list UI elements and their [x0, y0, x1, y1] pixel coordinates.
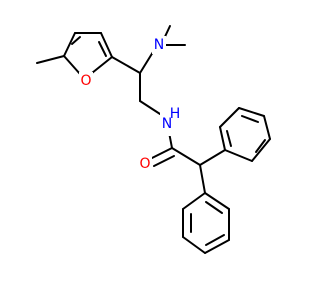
bond: [205, 234, 225, 246]
carbonyl-oxygen-label: O: [139, 156, 150, 172]
bond: [255, 139, 266, 153]
bond: [182, 192, 206, 210]
bond: [98, 41, 107, 57]
bond: [63, 32, 76, 57]
bond: [204, 239, 230, 254]
amine-nitrogen: N: [152, 36, 166, 54]
atom-labels: N O H N O: [79, 36, 182, 173]
bond: [153, 155, 175, 167]
amide-nitrogen: H N: [160, 106, 182, 136]
bond: [263, 115, 271, 140]
bond: [91, 56, 113, 74]
amide-nitrogen-label: N: [162, 116, 172, 132]
bond: [151, 147, 173, 159]
bond: [251, 138, 271, 162]
bond: [219, 107, 240, 128]
bond: [36, 55, 65, 64]
bond: [63, 55, 81, 75]
bond: [241, 115, 259, 123]
bond: [139, 100, 161, 115]
amide-nitrogen-hydrogen-label: H: [170, 106, 181, 122]
bond: [199, 149, 226, 166]
bond: [219, 126, 226, 151]
bond: [238, 107, 265, 117]
bond: [100, 32, 113, 58]
structure-svg: N O H N O: [36, 25, 271, 254]
bonds: [36, 25, 271, 254]
bond: [111, 56, 141, 74]
bond: [139, 51, 154, 74]
bond: [199, 164, 206, 194]
bond: [204, 192, 230, 210]
furan-oxygen: O: [79, 72, 93, 90]
bond: [224, 149, 253, 162]
carbonyl-oxygen: O: [138, 155, 152, 173]
bond: [182, 236, 206, 254]
bond: [71, 36, 81, 45]
molecule-diagram: N O H N O: [36, 25, 271, 254]
bond: [171, 147, 201, 166]
amine-nitrogen-label: N: [154, 37, 164, 53]
furan-oxygen-label: O: [80, 73, 91, 89]
bond: [205, 201, 223, 214]
bond: [226, 130, 232, 147]
